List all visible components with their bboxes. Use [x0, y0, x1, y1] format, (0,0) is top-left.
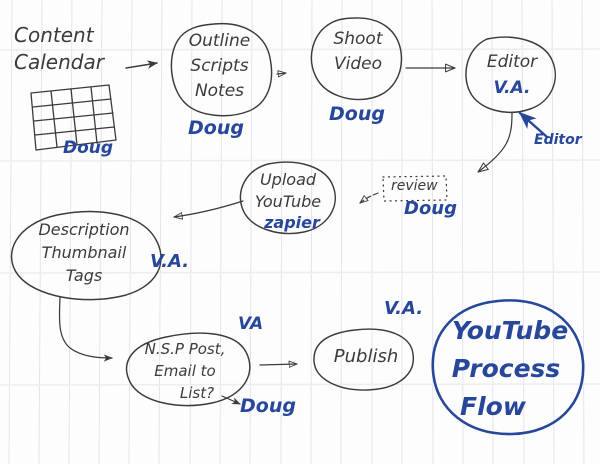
edge-description-to-nsp — [58, 296, 113, 362]
node-shape-publish — [313, 328, 414, 391]
node-shape-shoot-video — [310, 17, 403, 101]
node-shape-upload-youtube — [239, 161, 336, 235]
vertical-rules — [8, 0, 585, 464]
calendar-grid-icon — [30, 84, 117, 151]
edge-upload-to-description — [173, 200, 244, 217]
title-badge-circle — [431, 299, 585, 436]
edge-review-to-upload — [359, 192, 379, 204]
edge-outline-to-shoot — [276, 73, 287, 74]
edge-nsp-to-doug-tick — [221, 395, 241, 405]
edge-calendar-to-outline — [125, 60, 158, 69]
node-shape-description-thumbnail-tags — [10, 210, 162, 301]
annotation-arrow-editor — [518, 111, 549, 139]
horizontal-rules — [0, 48, 600, 386]
node-shape-review — [382, 175, 448, 202]
edge-editor-to-review — [477, 112, 513, 173]
node-shape-outline-scripts-notes — [170, 22, 273, 117]
node-shape-nsp-post-email — [125, 332, 251, 407]
node-shape-editor — [465, 36, 556, 113]
edge-nsp-to-publish — [259, 364, 298, 365]
